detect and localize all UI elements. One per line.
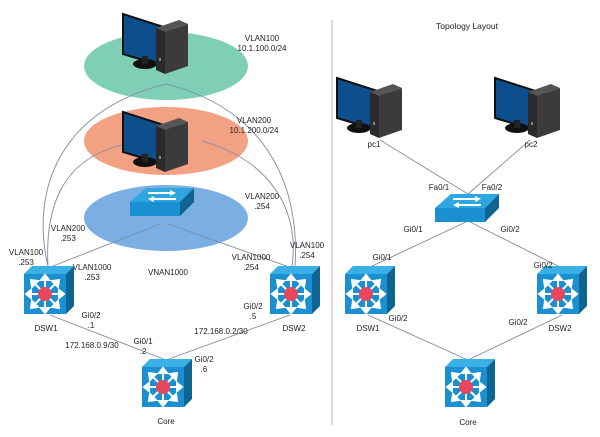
right-access-switch-icon[interactable]: [435, 194, 499, 222]
link-switch-dsw1: [367, 221, 467, 269]
right-dsw1-name: DSW1: [356, 324, 380, 333]
vlan200-zone-label: VLAN200 10.1.200.0/24: [230, 116, 279, 136]
link-vlan200-dsw2: [201, 140, 294, 267]
dsw2-gi02-label-top: Gi0/2: [533, 261, 553, 270]
dsw1-gi01-label: Gi0/1: [372, 253, 392, 262]
link-vlan100-dsw2: [165, 83, 296, 267]
dsw1-switch-icon[interactable]: [23, 265, 75, 315]
vlan100-zone-label: VLAN100 10.1.100.0/24: [238, 34, 287, 54]
pc2-icon[interactable]: [494, 77, 561, 139]
subnet-dsw2-core: 172.168.0.2/30: [194, 327, 248, 336]
dsw1-vlan100-label: VLAN100 .253: [8, 248, 44, 267]
core-gi02-label: Gi0/2 .6: [194, 355, 214, 374]
subnet-dsw1-core: 172.168.0.9/30: [65, 341, 119, 350]
topology-layout-title: Topology Layout: [436, 21, 498, 31]
dsw2-vlan100-label: VLAN100 .254: [289, 241, 325, 260]
dsw1-gi02-label-bottom: Gi0/2: [388, 314, 408, 323]
dsw2-gi02-label: Gi0/2 .5: [243, 302, 263, 321]
dsw2-name: DSW2: [282, 324, 306, 333]
pc1-icon[interactable]: [336, 77, 403, 139]
link-vlan200-dsw1: [47, 144, 123, 267]
dsw1-gi02-label: Gi0/2 .1: [81, 311, 101, 330]
dsw2-gi02-label-bottom: Gi0/2: [508, 318, 528, 327]
right-dsw2-switch-icon[interactable]: [536, 265, 588, 315]
dsw1-vlan200-label: VLAN200 .253: [50, 224, 86, 243]
link-vlan1000-dsw1: [47, 223, 161, 269]
switch-fa02-label: Fa0/2: [481, 183, 503, 192]
vlan100-name: VLAN100: [244, 34, 280, 43]
link-dsw1-core: [49, 314, 167, 361]
pc2-name: pc2: [524, 140, 538, 149]
link-pc1-switch: [379, 139, 469, 195]
vlan100-subnet: 10.1.100.0/24: [237, 44, 287, 53]
pc1-name: pc1: [367, 140, 381, 149]
dsw1-vlan1000-label: VLAN1000 .253: [72, 263, 112, 282]
switch-gi01-label: Gi0/1: [403, 225, 423, 234]
right-dsw1-switch-icon[interactable]: [344, 265, 396, 315]
link-pc2-switch: [467, 139, 531, 195]
link-dsw1-core-right: [367, 314, 469, 361]
vlan200-name: VLAN200: [236, 116, 272, 125]
switch-fa01-label: Fa0/1: [428, 183, 450, 192]
link-vlan1000-dsw2: [167, 223, 293, 269]
core-switch-icon[interactable]: [141, 358, 193, 408]
right-dsw2-name: DSW2: [548, 324, 572, 333]
core-name: Core: [157, 417, 175, 426]
core-gi01-label: Gi0/1 .2: [133, 337, 153, 356]
link-dsw2-core: [165, 314, 291, 361]
link-vlan100-dsw1: [42, 83, 167, 267]
right-core-name: Core: [459, 418, 477, 427]
vlan1000-zone: [84, 185, 248, 251]
link-switch-dsw2: [469, 221, 563, 269]
link-dsw2-core-right: [467, 314, 563, 361]
dsw2-vlan1000-label: VLAN1000 .254: [231, 253, 271, 272]
dsw2-switch-icon[interactable]: [269, 265, 321, 315]
dsw1-name: DSW1: [34, 324, 58, 333]
vlan200-subnet: 10.1.200.0/24: [229, 126, 279, 135]
switch-gi02-label: Gi0/2: [500, 225, 520, 234]
right-core-switch-icon[interactable]: [444, 358, 496, 408]
dsw2-vlan200-label: VLAN200 .254: [244, 192, 280, 211]
vlan1000-zone-label: VNAN1000: [147, 268, 189, 277]
